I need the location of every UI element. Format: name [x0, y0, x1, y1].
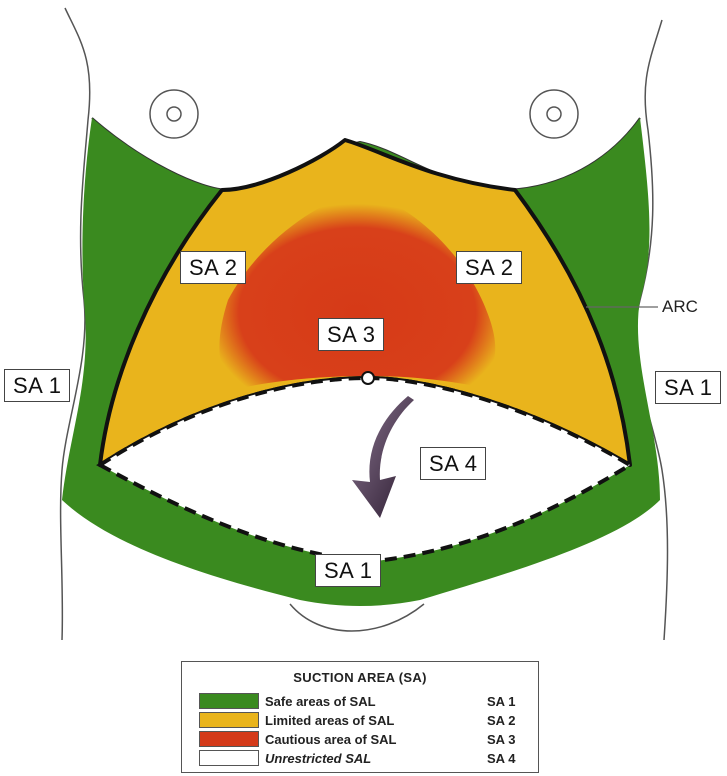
legend-row-sa2: Limited areas of SAL SA 2	[199, 712, 529, 729]
white-region	[96, 375, 634, 565]
legend-swatch-white	[199, 750, 259, 766]
legend-label: Unrestricted SAL	[265, 751, 372, 766]
legend-swatch-green	[199, 693, 259, 709]
label-sa1-left: SA 1	[4, 369, 71, 402]
legend-code: SA 4	[487, 751, 516, 766]
legend-label: Safe areas of SAL	[265, 694, 376, 709]
legend-code: SA 3	[487, 732, 516, 747]
legend-swatch-red	[199, 731, 259, 747]
legend-label: Limited areas of SAL	[265, 713, 395, 728]
red-region	[219, 190, 496, 388]
legend-swatch-yellow	[199, 712, 259, 728]
chest-curve	[91, 117, 641, 192]
legend-row-sa1: Safe areas of SAL SA 1	[199, 693, 529, 710]
label-sa1-right: SA 1	[655, 371, 722, 404]
left-torso-edge	[59, 7, 91, 641]
legend-label: Cautious area of SAL	[265, 732, 397, 747]
legend-code: SA 1	[487, 694, 516, 709]
label-arc: ARC	[662, 297, 698, 316]
legend: SUCTION AREA (SA) Safe areas of SAL SA 1…	[181, 661, 539, 773]
label-sa2-right: SA 2	[456, 251, 523, 284]
umbilicus	[361, 371, 375, 385]
left-nipple	[149, 89, 199, 139]
label-sa2-left: SA 2	[180, 251, 247, 284]
curved-arrow	[352, 396, 414, 518]
label-sa4: SA 4	[420, 447, 487, 480]
groin-line	[289, 603, 425, 632]
legend-title: SUCTION AREA (SA)	[293, 670, 427, 685]
legend-row-sa3: Cautious area of SAL SA 3	[199, 731, 529, 748]
legend-code: SA 2	[487, 713, 516, 728]
label-sa1-bottom: SA 1	[315, 554, 382, 587]
right-nipple	[529, 89, 579, 139]
right-torso-edge	[634, 19, 669, 641]
label-sa3: SA 3	[318, 318, 385, 351]
legend-row-sa4: Unrestricted SAL SA 4	[199, 750, 529, 767]
